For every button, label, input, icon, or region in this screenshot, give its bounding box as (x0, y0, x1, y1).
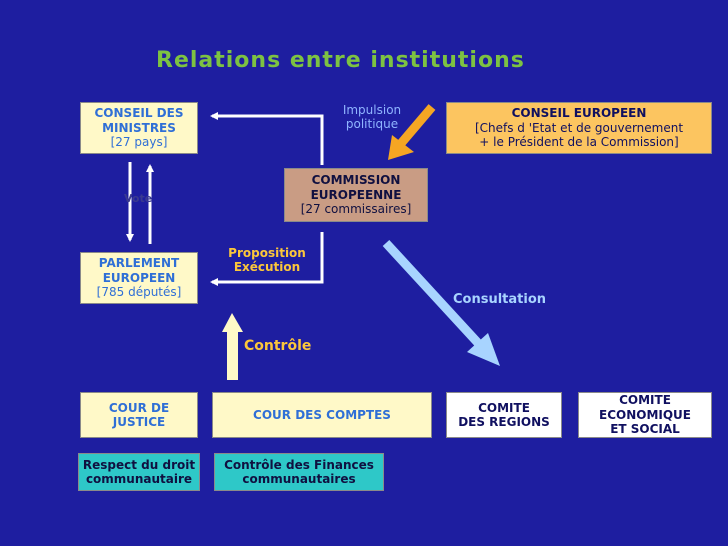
parlement-line2: EUROPEEN (102, 270, 176, 285)
box-cour-de-justice: COUR DE JUSTICE (80, 392, 198, 438)
box-parlement-europeen: PARLEMENT EUROPEEN [785 députés] (80, 252, 198, 304)
respect-droit-line2: communautaire (85, 472, 193, 486)
respect-droit-line1: Respect du droit (82, 457, 196, 472)
comite-regions-line2: DES REGIONS (458, 415, 550, 429)
comite-eco-line1: COMITE (619, 393, 671, 408)
label-controle: Contrôle (244, 338, 312, 354)
conseil-ministres-line2: MINISTRES (102, 120, 176, 135)
execution-text: Exécution (233, 259, 301, 274)
cour-justice-line1: COUR DE (108, 400, 170, 415)
cour-comptes-line1: COUR DES COMPTES (253, 407, 391, 422)
controle-finances-line2: communautaires (242, 472, 356, 486)
box-controle-finances: Contrôle des Finances communautaires (214, 453, 384, 491)
vote-arrows (126, 162, 154, 244)
comite-regions-line1: COMITE (478, 400, 530, 415)
label-impulsion-politique: Impulsion politique (334, 103, 410, 132)
controle-finances-line1: Contrôle des Finances (224, 457, 374, 472)
box-respect-droit: Respect du droit communautaire (78, 453, 200, 491)
parlement-line3: [785 députés] (96, 285, 182, 300)
arrow-controle (222, 313, 243, 380)
parlement-line1: PARLEMENT (98, 256, 180, 271)
box-conseil-europeen: CONSEIL EUROPEEN [Chefs d 'Etat et de go… (446, 102, 712, 154)
comite-eco-line3: ET SOCIAL (610, 422, 680, 437)
impulsion-line2: politique (345, 116, 399, 131)
proposition-text: Proposition (228, 246, 306, 260)
comite-eco-line2: ECONOMIQUE (599, 407, 691, 422)
box-comite-des-regions: COMITE DES REGIONS (446, 392, 562, 438)
conseil-europeen-line2: [Chefs d 'Etat et de gouvernement (474, 120, 684, 135)
label-proposition-execution: Proposition Exécution (222, 246, 312, 275)
arrow-commission-to-conseil-ministres (210, 112, 324, 165)
box-commission-europeenne: COMMISSION EUROPEENNE [27 commissaires] (284, 168, 428, 222)
conseil-ministres-line3: [27 pays] (110, 135, 168, 150)
label-vote: Vote (124, 192, 153, 205)
box-comite-economique-social: COMITE ECONOMIQUE ET SOCIAL (578, 392, 712, 438)
arrow-consultation (382, 239, 500, 366)
commission-line1: COMMISSION (311, 173, 401, 188)
box-conseil-des-ministres: CONSEIL DES MINISTRES [27 pays] (80, 102, 198, 154)
cour-justice-line2: JUSTICE (112, 415, 166, 429)
commission-line3: [27 commissaires] (300, 202, 412, 217)
label-consultation: Consultation (453, 292, 547, 307)
page-title: Relations entre institutions (156, 48, 525, 73)
conseil-europeen-line3: + le Président de la Commission] (479, 135, 679, 150)
commission-line2: EUROPEENNE (310, 187, 402, 202)
conseil-europeen-line1: CONSEIL EUROPEEN (511, 106, 647, 121)
impulsion-line1: Impulsion (342, 103, 402, 117)
arrow-commission-to-parlement (210, 232, 324, 286)
arrow-impulsion-politique (388, 104, 436, 160)
conseil-ministres-line1: CONSEIL DES (94, 106, 184, 121)
box-cour-des-comptes: COUR DES COMPTES (212, 392, 432, 438)
